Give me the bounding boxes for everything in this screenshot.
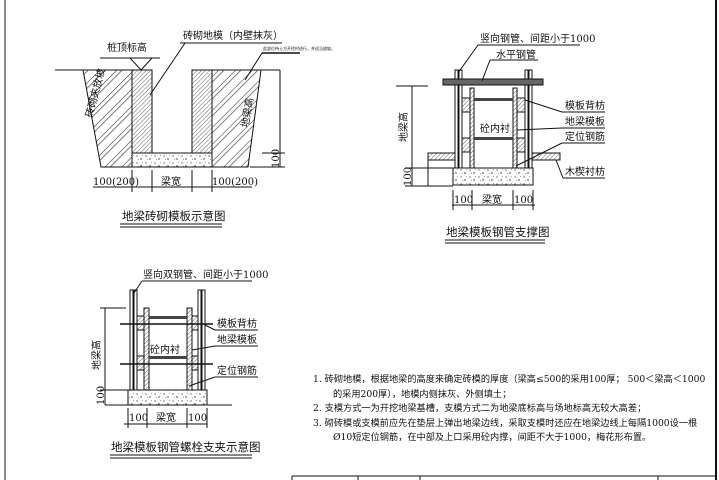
fig2-label-lining: 砼内衬 <box>480 122 510 135</box>
fig3-dim-left: 100 <box>129 413 148 424</box>
fig1-brick-mold-diagram <box>55 42 300 228</box>
fig2-label-beam-height: 地梁高 <box>397 112 410 142</box>
note-2: 2. 支模方式一为开挖地梁基槽，支模方式二为地梁底标高与场地标高无较大高差； <box>313 403 647 415</box>
fig2-label-rebar: 定位钢筋 <box>565 130 605 143</box>
note-1: 1. 砖砌地模，根据地梁的高度来确定砖模的厚度（梁高≤500的采用100厚； 5… <box>313 374 706 400</box>
fig1-title: 地梁砖砌模板示意图 <box>122 209 226 223</box>
fig1-dim-right: 100(200) <box>212 177 258 188</box>
title-block <box>291 475 716 480</box>
fig3-label-backing: 模板背枋 <box>217 317 257 330</box>
fig2-dim-left: 100 <box>454 195 473 206</box>
fig1-tiny-note: 此部位待土方开挖时进行，并适当放坡。 <box>263 45 335 51</box>
fig1-dim-left: 100(200) <box>93 177 139 188</box>
horizontal-pipe <box>442 78 544 86</box>
fig2-steel-pipe-support-diagram <box>396 44 605 244</box>
fig1-dim-100: 100 <box>271 149 282 168</box>
brick-wall-right <box>191 69 213 154</box>
fig3-dim-right: 100 <box>188 413 207 424</box>
fig2-label-horizontal-pipe: 水平钢管 <box>496 48 536 61</box>
fig1-label-pile-top: 桩顶标高 <box>107 41 147 54</box>
concrete-pad <box>131 152 213 168</box>
note-3: 3. 砌砖模或支模前应先在垫层上弹出地梁边线，采取支模时还应在地梁边线上每隔10… <box>313 417 698 444</box>
fig2-dim-100: 100 <box>403 167 414 186</box>
fig1-dim-beam-width: 梁宽 <box>161 175 181 188</box>
fig2-label-wedge: 木楔衬枋 <box>565 165 605 178</box>
fig3-dim-100: 100 <box>96 386 107 405</box>
fig2-dim-beam-width: 梁宽 <box>482 193 502 206</box>
brick-wall-left <box>131 69 153 154</box>
fig3-label-rebar: 定位钢筋 <box>217 364 257 377</box>
construction-notes: 1. 砖砌地模，根据地梁的高度来确定砖模的厚度（梁高≤500的采用100厚； 5… <box>313 373 713 446</box>
fig2-title: 地梁模板钢管支撑图 <box>446 225 550 239</box>
fig2-label-backing: 模板背枋 <box>565 99 605 112</box>
fig3-label-lining: 砼内衬 <box>150 343 180 356</box>
fig3-bolt-clamp-diagram <box>100 280 258 459</box>
fig3-label-beam-height: 地梁高 <box>90 340 103 370</box>
fig3-title: 地梁模板钢管螺栓支夹示意图 <box>111 440 261 454</box>
fig2-label-formwork: 地梁模板 <box>565 115 605 128</box>
fig2-dim-right: 100 <box>514 195 533 206</box>
fig3-dim-beam-width: 梁宽 <box>156 411 176 424</box>
fig3-label-formwork: 地梁模板 <box>217 333 257 346</box>
fig3-label-vertical-pipe: 竖向双钢管、间距小于1000 <box>143 268 268 281</box>
fig1-label-brick-mold: 砖砌地模（内壁抹灰） <box>183 29 283 42</box>
fig2-label-vertical-pipe: 竖向钢管、间距小于1000 <box>480 32 595 45</box>
